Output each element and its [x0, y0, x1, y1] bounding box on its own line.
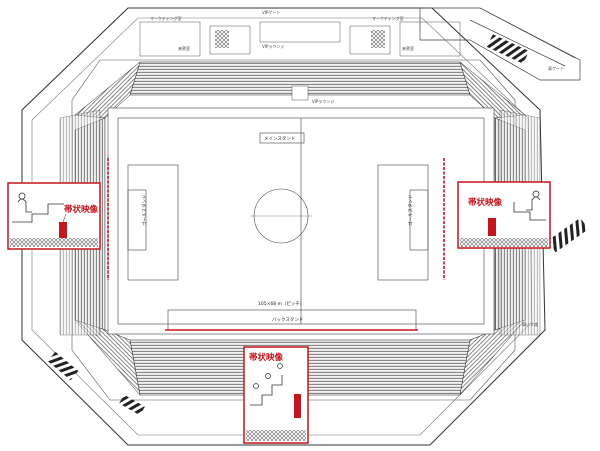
ramp-stairs-right-side [547, 217, 589, 253]
label-vip-bar: VIPラウンジ [312, 98, 334, 104]
label-top-left-area: マーケティング室 [150, 15, 182, 21]
led-ribbon-lines [107, 158, 445, 331]
ramp-stairs-right [486, 34, 530, 64]
callout-bottom-label: 帯状映像 [249, 352, 284, 363]
goal-stand-right-label: ゴールスタンド [407, 195, 414, 227]
stair-core-top-right [371, 30, 385, 48]
ramp-stairs-bottom-left [47, 351, 79, 381]
pitch [107, 107, 495, 335]
label-vip-lounge: VIPラウンジ [262, 43, 284, 49]
callout-bottom: 帯状映像 [243, 346, 309, 444]
goal-stand-left-label: ゴールスタンド [141, 195, 148, 227]
callout-right-label: 帯状映像 [468, 197, 503, 208]
label-guest-left: 来賓室 [178, 45, 190, 51]
label-right-wheelchair: 車いす席 [522, 321, 538, 327]
label-vip-room: VIPゲート [262, 9, 280, 15]
back-stand-label: バックスタンド [272, 316, 303, 323]
label-top-right-area: マーケティング室 [372, 15, 404, 21]
stair-core-top-left [215, 30, 229, 48]
top-rooms [139, 21, 461, 101]
callout-right: 帯状映像 [457, 181, 551, 249]
top-right-ramp [419, 7, 581, 81]
main-stand-label: メインスタンド [264, 135, 295, 142]
ramp-stairs-bottom-left-2 [119, 394, 145, 416]
pitch-dimension-label: 105×68 m（ピッチ） [258, 301, 304, 307]
callout-left-label: 帯状映像 [64, 204, 99, 215]
label-right-gate: 東ゲート [548, 65, 564, 71]
callout-left: 帯状映像 [7, 182, 101, 250]
label-guest-right: 来賓室 [402, 45, 414, 51]
